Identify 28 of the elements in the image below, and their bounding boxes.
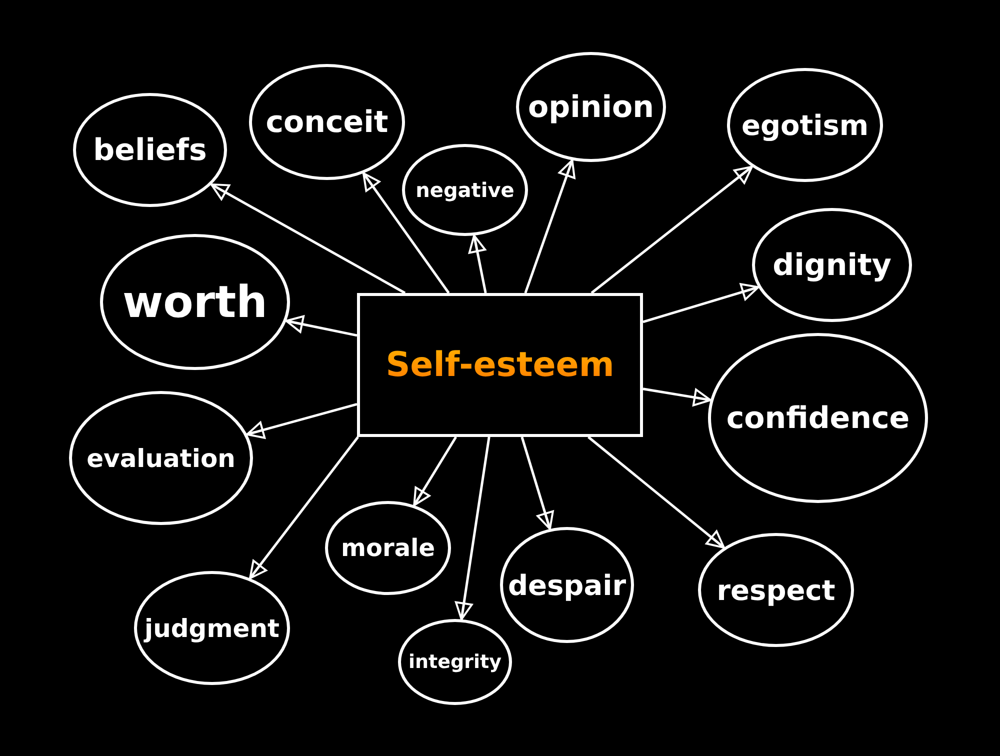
arrow xyxy=(362,172,450,294)
idea-label: confidence xyxy=(726,400,910,436)
arrow xyxy=(454,436,490,620)
arrow xyxy=(210,183,406,294)
idea-label: integrity xyxy=(408,651,502,673)
idea-label: worth xyxy=(122,276,268,328)
arrow xyxy=(246,403,358,439)
arrow xyxy=(590,166,753,294)
idea-label: despair xyxy=(508,568,626,602)
idea-label: morale xyxy=(340,534,436,562)
arrow xyxy=(249,436,359,580)
idea-label: conceit xyxy=(266,104,388,140)
topic-box xyxy=(357,293,643,437)
idea-label: evaluation xyxy=(86,444,236,472)
idea-label: judgment xyxy=(144,614,280,642)
arrow xyxy=(520,436,554,530)
arrow xyxy=(642,388,712,406)
idea-label: opinion xyxy=(528,90,654,124)
idea-label: respect xyxy=(716,574,836,606)
idea-label: negative xyxy=(416,178,514,202)
arrow xyxy=(588,436,725,549)
idea-label: beliefs xyxy=(93,132,207,168)
arrow xyxy=(468,234,487,294)
idea-label: egotism xyxy=(741,108,869,142)
arrow xyxy=(524,159,576,294)
arrow xyxy=(285,315,358,337)
idea-label: dignity xyxy=(772,248,892,282)
arrow xyxy=(642,283,760,324)
